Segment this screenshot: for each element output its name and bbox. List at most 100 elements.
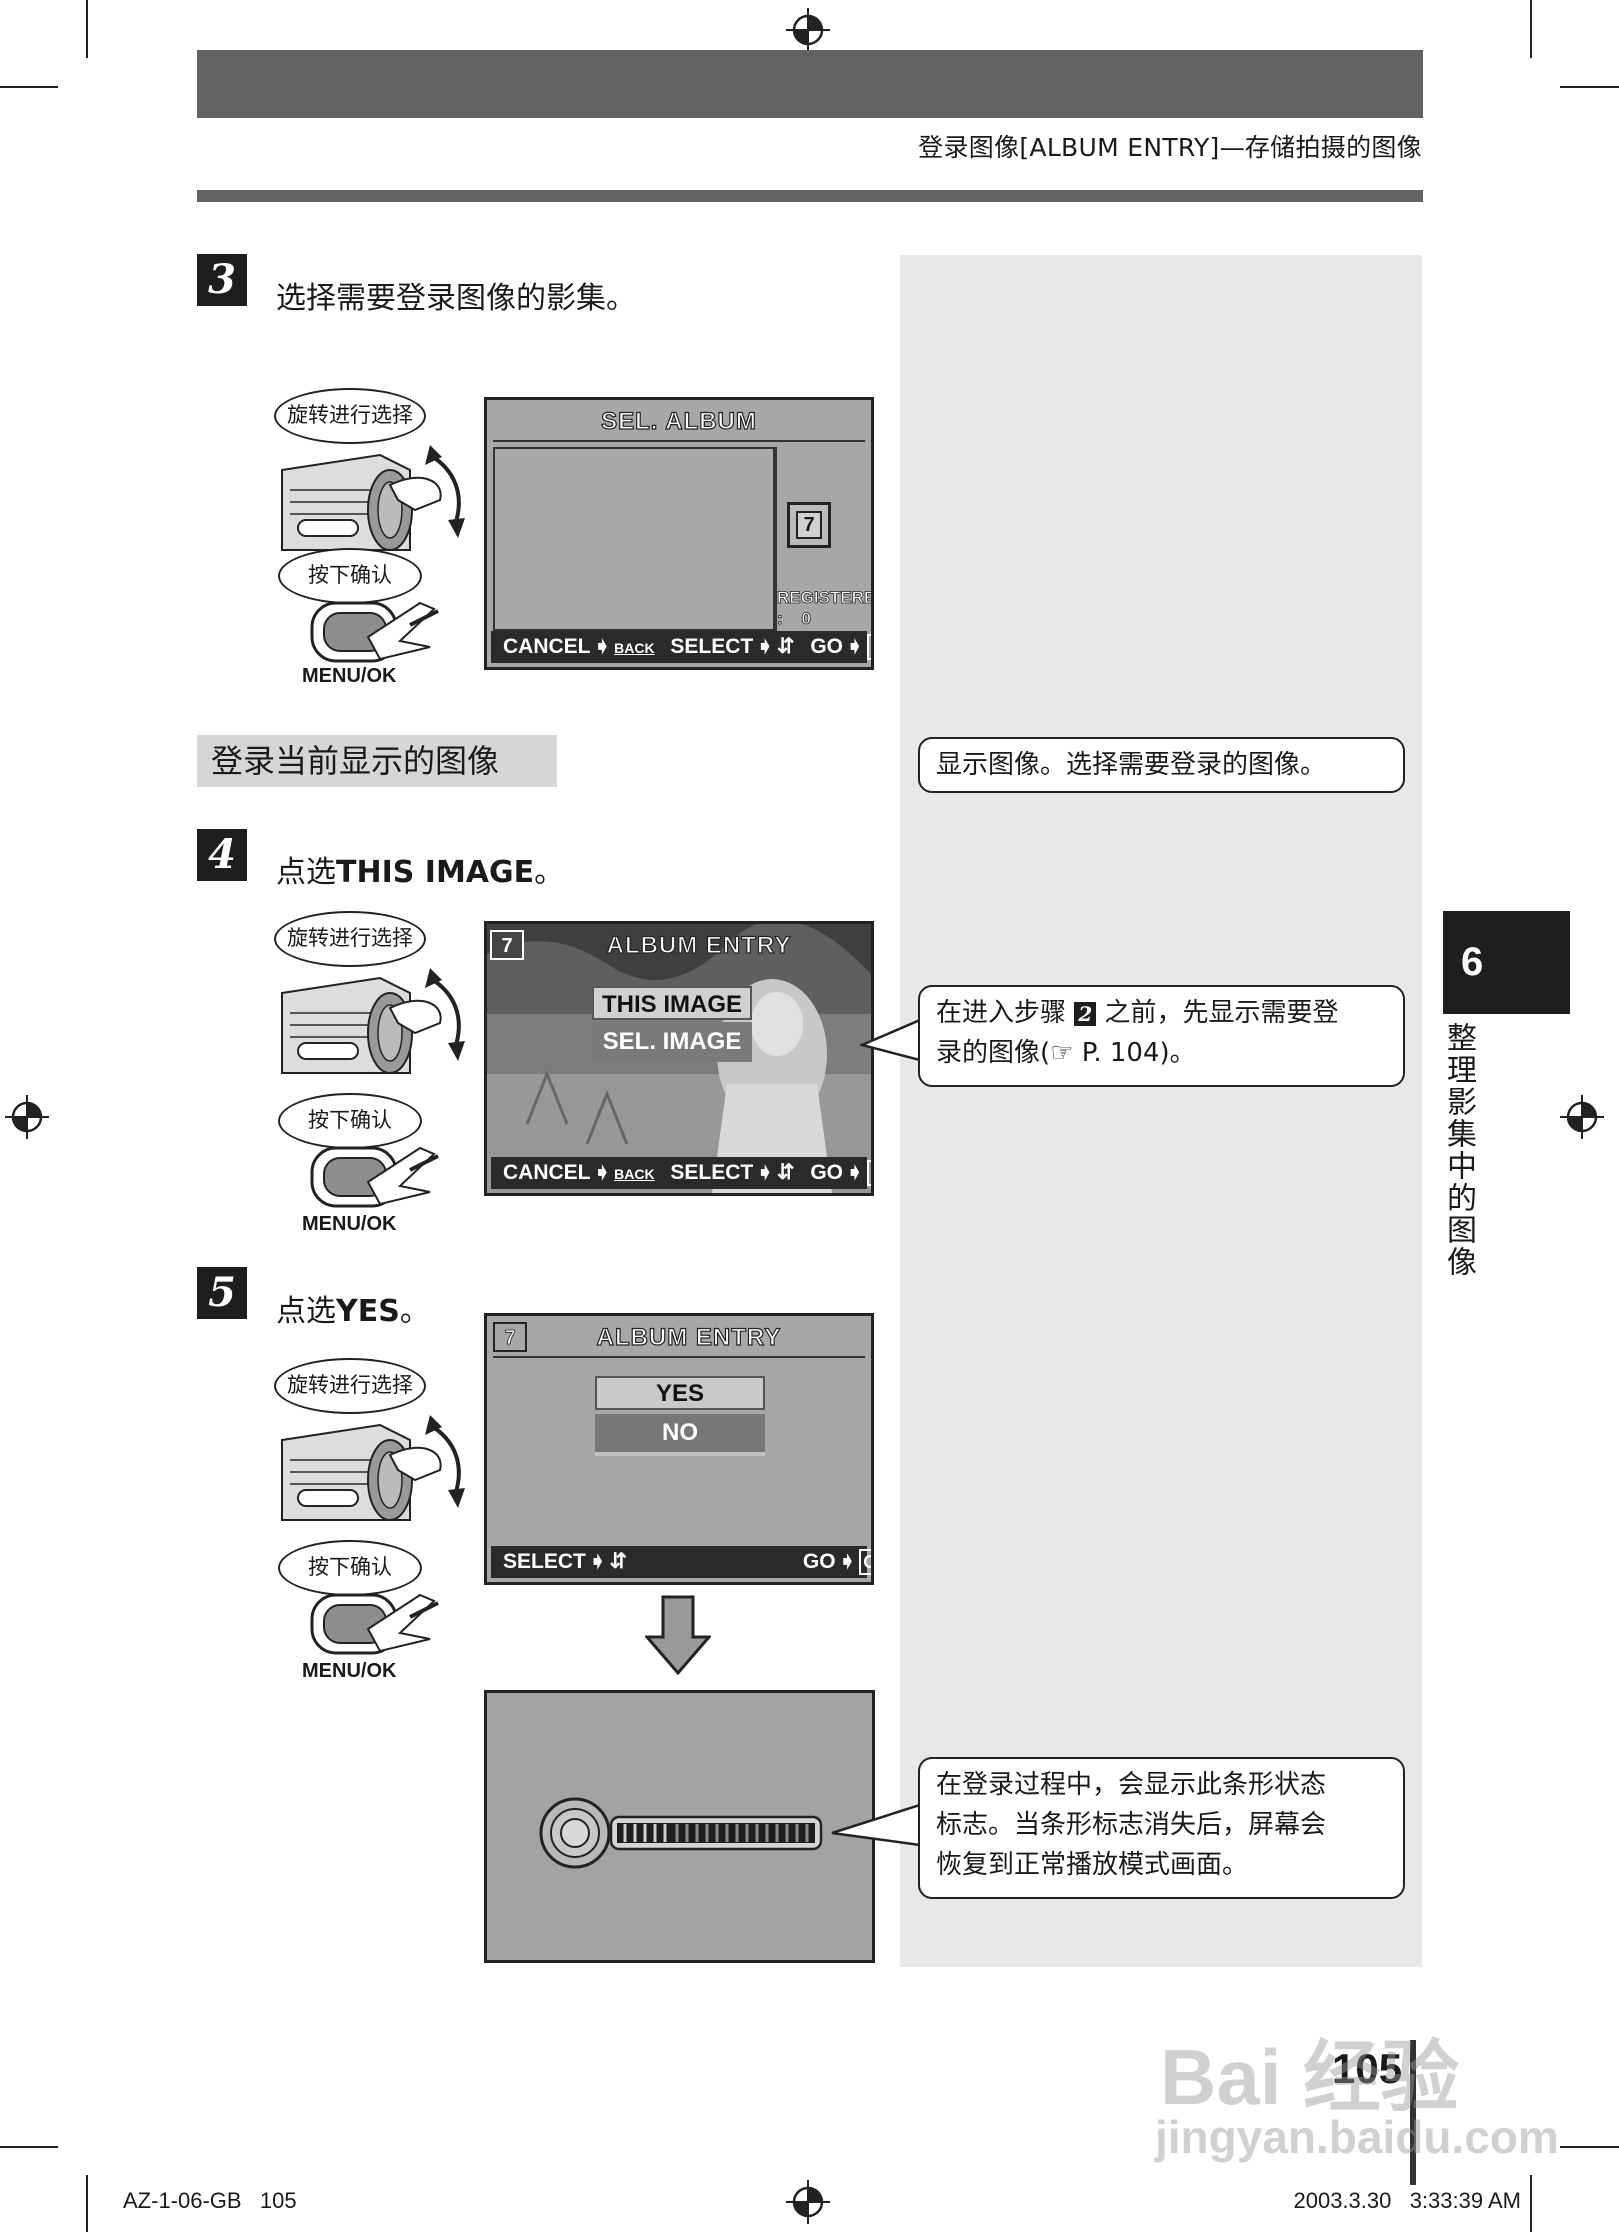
crop-mark — [1560, 86, 1619, 88]
step-text: 点选THIS IMAGE。 — [276, 853, 564, 893]
press-bubble: 按下确认 — [278, 1093, 422, 1149]
press-label: 按下确认 — [308, 1108, 392, 1132]
dial-illustration: 旋转进行选择 按下确认 MENU/OK — [270, 908, 470, 1238]
album-number-icon: 7 — [490, 930, 524, 960]
go-label: GO — [810, 635, 843, 658]
screen-title: ALBUM ENTRY — [596, 1323, 782, 1351]
screen-control-bar: CANCEL➧BACK SELECT➧⇵ GO➧OK — [491, 631, 871, 663]
select-label: SELECT — [670, 1161, 754, 1184]
dial-arrows-icon: ⇵ — [609, 1550, 628, 1573]
registration-mark-icon — [5, 1095, 49, 1139]
down-arrow-icon — [645, 1595, 711, 1675]
screen-title-rule — [493, 1356, 865, 1358]
step-ref-badge: 2 — [1074, 1002, 1097, 1026]
album-preview-area — [493, 447, 777, 633]
menu-option-no[interactable]: NO — [595, 1414, 765, 1456]
dial-arrows-icon: ⇵ — [776, 635, 795, 658]
note-box: 在登录过程中，会显示此条形状态 标志。当条形标志消失后，屏幕会 恢复到正常播放模… — [918, 1757, 1405, 1899]
crop-mark — [1560, 2146, 1619, 2148]
step-number: 5 — [197, 1267, 247, 1319]
menu-option-yes[interactable]: YES — [595, 1376, 765, 1410]
footer-right: 2003.3.30 3:33:39 AM — [1293, 2188, 1521, 2213]
menu-option-this-image[interactable]: THIS IMAGE — [592, 986, 752, 1020]
crop-mark — [86, 0, 88, 58]
note-box: 显示图像。选择需要登录的图像。 — [918, 737, 1405, 793]
cancel-label: CANCEL — [503, 635, 591, 658]
step-text-option: YES — [336, 1294, 400, 1329]
album-number: 7 — [501, 935, 513, 957]
menu-option-sel-image[interactable]: SEL. IMAGE — [592, 1022, 752, 1062]
camera-dial-icon — [281, 445, 465, 551]
step-text: 点选YES。 — [276, 1292, 430, 1332]
album-number: 7 — [796, 511, 822, 539]
rotate-label: 旋转进行选择 — [287, 926, 413, 950]
rotate-bubble: 旋转进行选择 — [274, 1358, 426, 1414]
go-label: GO — [810, 1161, 843, 1184]
camera-screen-album-entry-confirm: 7 ALBUM ENTRY YES NO SELECT➧⇵ GO➧OK — [484, 1313, 874, 1585]
menu-ok-label: MENU/OK — [302, 1213, 397, 1235]
menu-ok-label: MENU/OK — [302, 1660, 397, 1682]
chapter-title: 整理影集中的图像 — [1441, 1022, 1476, 1278]
rotate-bubble: 旋转进行选择 — [274, 388, 426, 444]
rotate-label: 旋转进行选择 — [287, 403, 413, 427]
step-text-prefix: 点选 — [276, 855, 336, 890]
camera-dial-icon — [281, 968, 465, 1074]
crop-mark — [0, 2146, 58, 2148]
ok-button-icon — [310, 1593, 439, 1655]
ok-badge: OK — [866, 1160, 871, 1186]
watermark-url: jingyan.baidu.com — [1155, 2111, 1559, 2163]
press-label: 按下确认 — [308, 563, 392, 587]
dial-illustration: 旋转进行选择 按下确认 MENU/OK — [270, 1355, 470, 1685]
page-title: 登录图像[ALBUM ENTRY]—存储拍摄的图像 — [918, 133, 1422, 162]
album-number: 7 — [504, 1327, 516, 1350]
side-panel — [900, 255, 1422, 1967]
step-text-option: THIS IMAGE — [336, 855, 535, 890]
arrow-right-icon: ➧ — [845, 1161, 864, 1184]
registered-label: REGISTERED — [777, 588, 871, 608]
chapter-tab: 6 — [1443, 911, 1570, 1014]
registered-value: : 0 — [777, 609, 812, 629]
album-number-icon: 7 — [787, 502, 831, 548]
header-bar — [197, 50, 1423, 118]
album-number-icon: 7 — [493, 1322, 527, 1352]
arrow-right-icon: ➧ — [588, 1550, 607, 1573]
page-edge-rule — [1410, 2040, 1416, 2185]
screen-control-bar: SELECT➧⇵ GO➧OK — [491, 1546, 871, 1578]
screen-title: ALBUM ENTRY — [606, 931, 792, 959]
registration-mark-icon — [1560, 1095, 1604, 1139]
screen-title-rule — [493, 440, 865, 442]
press-label: 按下确认 — [308, 1555, 392, 1579]
dial-arrows-icon: ⇵ — [776, 1161, 795, 1184]
arrow-right-icon: ➧ — [593, 1161, 612, 1184]
press-bubble: 按下确认 — [278, 1540, 422, 1596]
section-heading: 登录当前显示的图像 — [197, 735, 557, 787]
dial-illustration: 旋转进行选择 按下确认 MENU/OK — [270, 385, 470, 687]
arrow-right-icon: ➧ — [845, 635, 864, 658]
select-label: SELECT — [503, 1550, 586, 1573]
step-text: 选择需要登录图像的影集。 — [276, 281, 636, 316]
step-text-prefix: 点选 — [276, 1294, 336, 1329]
crop-mark — [86, 2175, 88, 2232]
rotate-label: 旋转进行选择 — [287, 1373, 413, 1397]
note-text: 在登录过程中，会显示此条形状态 — [936, 1770, 1327, 1800]
back-label: BACK — [614, 1166, 655, 1182]
note-text: 之前，先显示需要登 — [1104, 998, 1339, 1028]
note-text: 显示图像。选择需要登录的图像。 — [936, 750, 1327, 780]
header-rule — [197, 190, 1423, 202]
registration-mark-icon — [786, 8, 830, 52]
progress-indicator-icon — [539, 1797, 823, 1869]
camera-dial-icon — [281, 1415, 465, 1521]
back-label: BACK — [614, 640, 655, 656]
ok-button-icon — [310, 1146, 439, 1208]
step-number: 4 — [197, 829, 247, 881]
press-bubble: 按下确认 — [278, 548, 422, 604]
menu-ok-label: MENU/OK — [302, 665, 397, 687]
crop-mark — [0, 86, 58, 88]
footer-left: AZ-1-06-GB 105 — [123, 2188, 297, 2213]
page-number: 105 — [1332, 2045, 1403, 2092]
note-pointer-icon — [860, 1018, 920, 1062]
note-pointer-icon — [831, 1803, 920, 1847]
note-box: 在进入步骤 2 之前，先显示需要登 录的图像(☞ P. 104)。 — [918, 985, 1405, 1087]
arrow-right-icon: ➧ — [756, 1161, 774, 1184]
note-text: 录的图像(☞ P. 104)。 — [936, 1038, 1196, 1068]
